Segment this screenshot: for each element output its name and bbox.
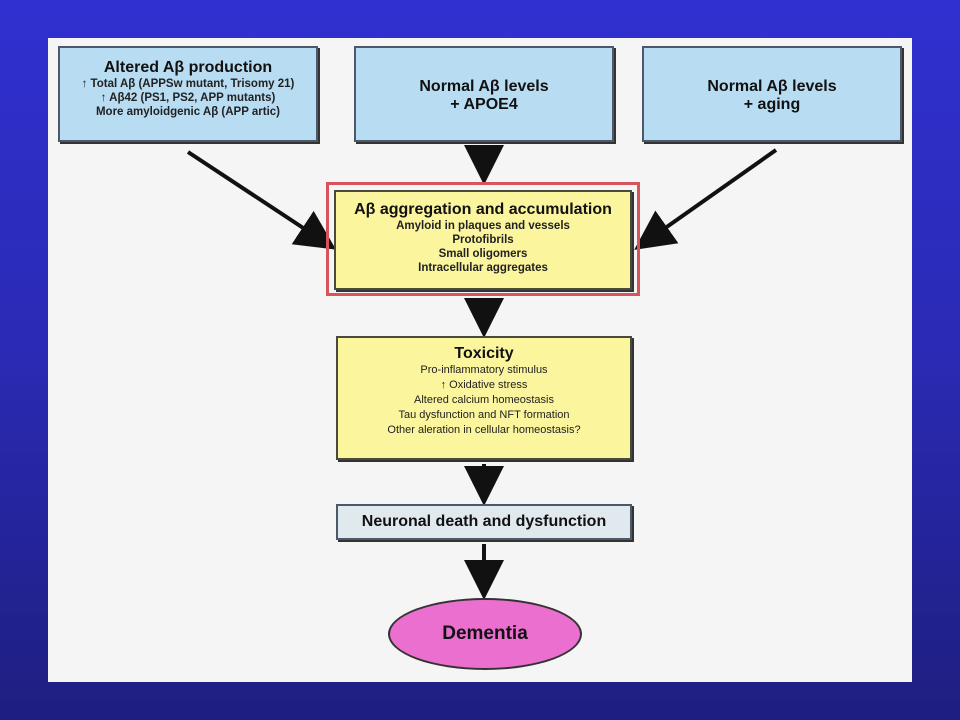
toxicity-box: Toxicity Pro-inflammatory stimulus ↑ Oxi… bbox=[336, 336, 632, 460]
dementia-ellipse: Dementia bbox=[388, 598, 582, 670]
box-line: ↑ Aβ42 (PS1, PS2, APP mutants) bbox=[100, 92, 276, 104]
box-line: ↑ Oxidative stress bbox=[440, 379, 528, 391]
box-line: Small oligomers bbox=[438, 248, 528, 260]
box-title: Toxicity bbox=[454, 345, 514, 362]
flow-arrows bbox=[186, 145, 778, 600]
box-line: Other aleration in cellular homeostasis? bbox=[387, 424, 581, 436]
box-title: Normal Aβ levels bbox=[707, 78, 837, 95]
altered-abeta-production-box: Altered Aβ production ↑ Total Aβ (APPSw … bbox=[58, 46, 318, 142]
arrow-box1-to-box4 bbox=[186, 150, 337, 250]
arrow-box3-to-box4 bbox=[634, 148, 778, 250]
box-title: Neuronal death and dysfunction bbox=[361, 513, 607, 530]
normal-abeta-apoe4-box: Normal Aβ levels + APOE4 bbox=[354, 46, 614, 142]
box-title: + APOE4 bbox=[450, 96, 518, 113]
neuronal-death-box: Neuronal death and dysfunction bbox=[336, 504, 632, 540]
highlight-frame bbox=[326, 182, 640, 296]
box-title: Normal Aβ levels bbox=[419, 78, 549, 95]
box-line: Altered calcium homeostasis bbox=[413, 394, 554, 406]
box-line: Intracellular aggregates bbox=[418, 262, 548, 274]
box-line: Tau dysfunction and NFT formation bbox=[398, 409, 570, 421]
box-line: Protofibrils bbox=[452, 234, 514, 246]
box-title: Aβ aggregation and accumulation bbox=[354, 201, 612, 218]
box-title: Altered Aβ production bbox=[103, 59, 273, 76]
box-line: Pro-inflammatory stimulus bbox=[420, 364, 548, 376]
box-line: ↑ Total Aβ (APPSw mutant, Trisomy 21) bbox=[81, 78, 295, 90]
dementia-label: Dementia bbox=[442, 623, 528, 644]
abeta-aggregation-box: Aβ aggregation and accumulation Amyloid … bbox=[334, 190, 632, 290]
box-title: + aging bbox=[743, 96, 801, 113]
box-line: Amyloid in plaques and vessels bbox=[396, 220, 570, 232]
box-line: More amyloidgenic Aβ (APP artic) bbox=[95, 106, 281, 118]
diagram-panel: Altered Aβ production ↑ Total Aβ (APPSw … bbox=[48, 38, 912, 682]
normal-abeta-aging-box: Normal Aβ levels + aging bbox=[642, 46, 902, 142]
